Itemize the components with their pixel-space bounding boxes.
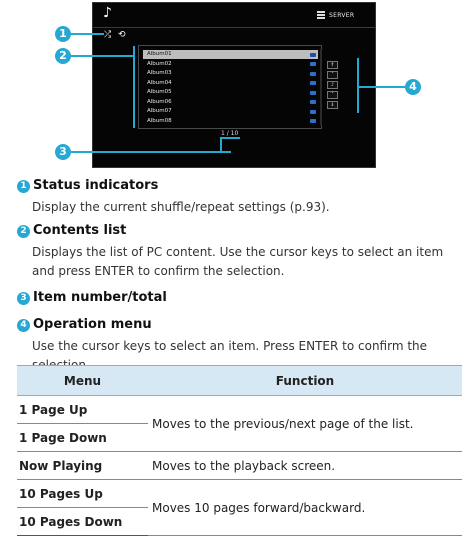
down-icon[interactable]: ˅ <box>327 91 338 99</box>
table-cell-function: Moves to the previous/next page of the l… <box>148 395 462 452</box>
callout-bracket <box>133 46 135 128</box>
callout-line <box>220 137 240 139</box>
list-item[interactable]: Album03 <box>143 69 318 78</box>
repeat-icon: ⟲ <box>118 30 126 40</box>
list-item-label: Album05 <box>147 89 172 95</box>
section-body-contents: Displays the list of PC content. Use the… <box>32 245 444 278</box>
table-cell-menu: Now Playing <box>17 451 148 480</box>
list-item[interactable]: Album08 <box>143 117 318 126</box>
page-down-icon[interactable]: ⇓ <box>327 101 338 109</box>
list-item[interactable]: Album01 <box>143 50 318 59</box>
folder-icon <box>310 52 316 57</box>
section-body-status: Display the current shuffle/repeat setti… <box>32 200 330 214</box>
music-note-icon: ♪ <box>103 5 112 21</box>
table-row: Now Playing Moves to the playback screen… <box>17 451 462 480</box>
operation-menu: ⇑ ˄ ♪ ˅ ⇓ <box>327 61 341 113</box>
table-cell-function: Moves to the playback screen. <box>148 451 462 480</box>
up-icon[interactable]: ˄ <box>327 71 338 79</box>
callout-1: 1 <box>55 26 71 42</box>
folder-icon <box>310 81 316 85</box>
server-label: SERVER <box>329 12 355 19</box>
shuffle-icon: ⤮ <box>104 30 112 40</box>
page-up-icon[interactable]: ⇑ <box>327 61 338 69</box>
server-icon <box>317 11 325 20</box>
scrollbar[interactable] <box>320 49 322 125</box>
folder-icon <box>310 90 316 95</box>
list-item-label: Album08 <box>147 117 172 124</box>
divider <box>93 27 375 28</box>
callout-line <box>220 137 222 152</box>
operation-menu-table: Menu Function 1 Page Up Moves to the pre… <box>17 365 462 536</box>
table-row: 10 Pages Up Moves 10 pages forward/backw… <box>17 479 462 536</box>
callout-line <box>71 33 104 35</box>
folder-icon <box>310 71 316 76</box>
callout-bracket <box>357 58 359 113</box>
list-item[interactable]: Album04 <box>143 79 318 88</box>
table-cell-menu: 10 Pages Down <box>17 507 148 536</box>
table-header-menu: Menu <box>17 365 148 396</box>
list-item-label: Album07 <box>147 108 172 114</box>
folder-icon <box>310 62 316 66</box>
callout-line <box>71 151 231 153</box>
table-cell-menu: 1 Page Up <box>17 395 148 424</box>
list-item[interactable]: Album06 <box>143 98 318 107</box>
folder-icon <box>310 109 316 114</box>
table-cell-function: Moves 10 pages forward/backward. <box>148 479 462 536</box>
callout-4: 4 <box>405 79 421 95</box>
table-row: 1 Page Up Moves to the previous/next pag… <box>17 395 462 452</box>
table-row: 10 Pages Down <box>17 507 462 536</box>
table-cell-menu: 10 Pages Up <box>17 479 148 508</box>
list-item-label: Album01 <box>147 51 172 57</box>
contents-list: Album01 Album02 Album03 Album04 Album05 … <box>138 45 322 129</box>
callout-line <box>71 55 135 57</box>
folder-icon <box>310 119 316 123</box>
list-item[interactable]: Album07 <box>143 107 318 116</box>
now-playing-icon[interactable]: ♪ <box>327 81 338 89</box>
list-item-label: Album06 <box>147 98 172 105</box>
item-counter: 1 / 10 <box>221 130 239 137</box>
table-row: 1 Page Down <box>17 423 462 452</box>
list-item-label: Album04 <box>147 79 172 86</box>
callout-3: 3 <box>55 144 71 160</box>
table-header-function: Function <box>148 365 462 396</box>
table-cell-menu: 1 Page Down <box>17 423 148 452</box>
screen-preview: ♪ SERVER ⤮ ⟲ Album01 Album02 Album03 Alb… <box>92 2 376 168</box>
list-item[interactable]: Album05 <box>143 88 318 97</box>
folder-icon <box>310 100 316 104</box>
list-item[interactable]: Album02 <box>143 60 318 69</box>
callout-2: 2 <box>55 48 71 64</box>
list-item-label: Album02 <box>147 60 172 67</box>
list-item-label: Album03 <box>147 70 172 76</box>
callout-line <box>358 86 405 88</box>
